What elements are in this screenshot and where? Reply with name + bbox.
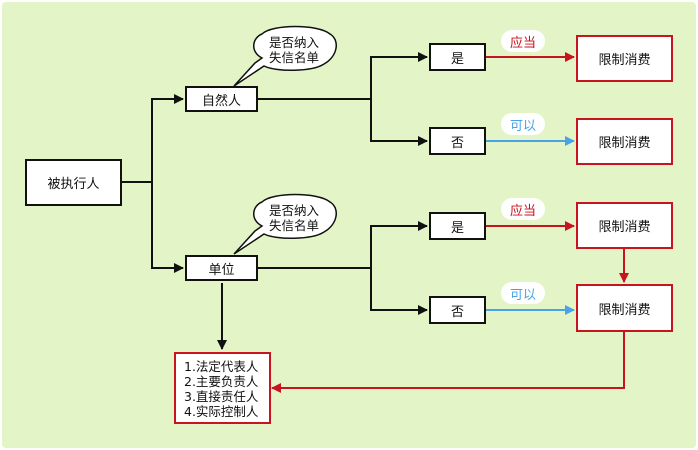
edge-label-may-2: 可以 — [501, 282, 545, 304]
node-restrict-consumption-3: 限制消费 — [576, 202, 673, 249]
node-entity-label: 单位 — [208, 262, 235, 278]
bubble-question-1-line1: 是否纳入 — [268, 35, 319, 50]
node-no-2: 否 — [429, 296, 486, 324]
edge-label-should-1-text: 应当 — [509, 35, 536, 51]
node-judgment-debtor: 被执行人 — [25, 159, 122, 206]
edge-natural-no — [370, 99, 428, 146]
responsible-persons-list: 1.法定代表人 2.主要负责人 3.直接责任人 4.实际控制人 — [174, 352, 271, 424]
bubble-shape-2 — [233, 193, 337, 255]
bubble-question-2: 是否纳入 失信名单 — [254, 203, 334, 233]
edge-entity-yes — [258, 221, 428, 269]
node-judgment-debtor-label: 被执行人 — [47, 177, 100, 192]
node-restrict-consumption-1-label: 限制消费 — [598, 53, 651, 68]
node-entity: 单位 — [185, 255, 258, 281]
node-yes-2-label: 是 — [450, 220, 464, 236]
node-natural-person-label: 自然人 — [201, 93, 241, 109]
node-restrict-consumption-1: 限制消费 — [576, 35, 673, 82]
edge-label-should-2: 应当 — [501, 198, 545, 220]
edge-label-may-1: 可以 — [501, 113, 545, 135]
bubble-question-2-line2: 失信名单 — [268, 218, 319, 233]
edge-label-should-2-text: 应当 — [509, 203, 536, 219]
node-yes-1: 是 — [429, 43, 486, 71]
node-no-1-label: 否 — [450, 135, 464, 151]
node-natural-person: 自然人 — [185, 86, 258, 112]
edge-root-entity — [151, 182, 184, 273]
node-restrict-consumption-2-label: 限制消费 — [598, 136, 651, 151]
bubble-shape-1 — [233, 25, 337, 87]
edge-label-may-2-text: 可以 — [509, 287, 536, 303]
edge-restrict-to-list — [271, 332, 625, 393]
edge-label-should-1: 应当 — [501, 30, 545, 52]
node-yes-2: 是 — [429, 212, 486, 240]
node-restrict-consumption-4-label: 限制消费 — [598, 302, 651, 318]
edge-entity-no — [370, 268, 428, 315]
edge-label-may-1-text: 可以 — [509, 118, 536, 134]
edge-root-trunk — [122, 94, 184, 183]
node-restrict-consumption-3-label: 限制消费 — [598, 220, 651, 235]
responsible-person-item: 1.法定代表人 — [184, 359, 259, 374]
edge-natural-yes — [258, 52, 428, 100]
node-restrict-consumption-2: 限制消费 — [576, 118, 673, 165]
responsible-person-item: 3.直接责任人 — [184, 389, 259, 404]
bubble-question-1-line2: 失信名单 — [268, 50, 319, 65]
responsible-person-item: 4.实际控制人 — [184, 404, 259, 419]
node-no-1: 否 — [429, 127, 486, 155]
node-no-2-label: 否 — [450, 304, 464, 320]
bubble-question-2-line1: 是否纳入 — [268, 203, 319, 218]
node-yes-1-label: 是 — [450, 51, 464, 67]
node-restrict-consumption-4: 限制消费 — [576, 284, 673, 332]
responsible-person-item: 2.主要负责人 — [184, 374, 259, 389]
bubble-question-1: 是否纳入 失信名单 — [254, 35, 334, 65]
